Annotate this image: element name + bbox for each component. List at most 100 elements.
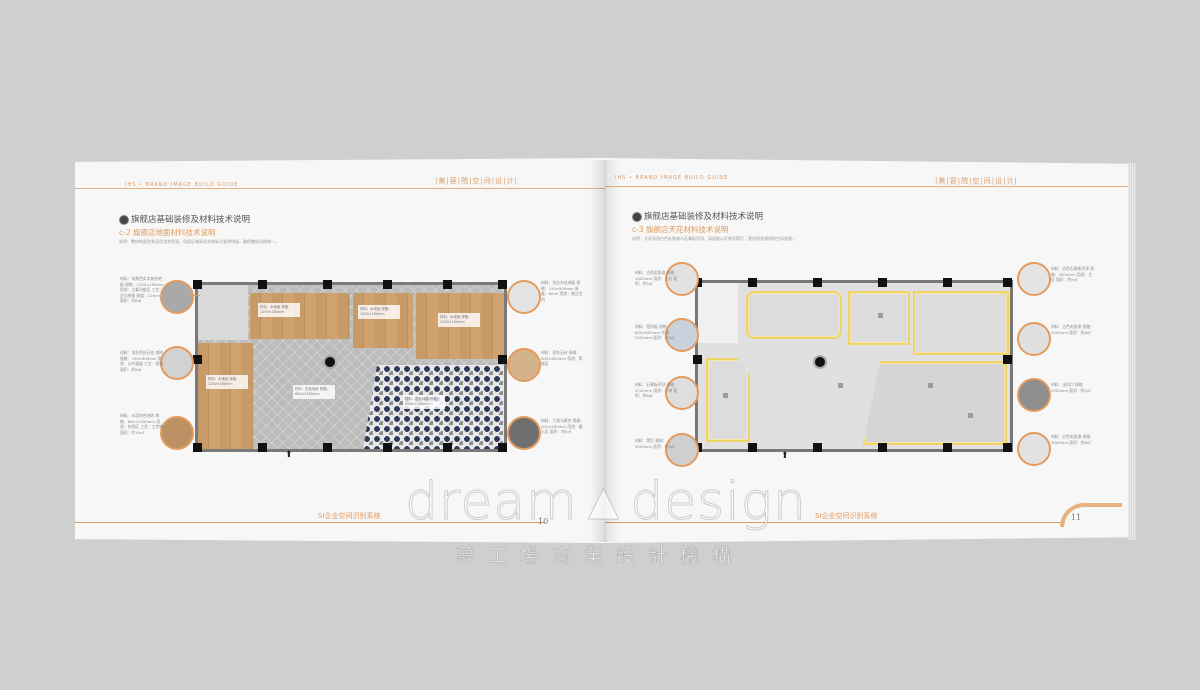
column-marker — [323, 280, 332, 289]
right-page: IHS • BRAND IMAGE BUILD GUIDE |美|容|院|空|间… — [605, 158, 1130, 543]
ceiling-panel — [848, 291, 910, 345]
header-right-label: |美|容|院|空|间|设|计| — [935, 177, 1018, 185]
column-marker — [258, 280, 267, 289]
material-swatch-circle — [1017, 378, 1051, 412]
column-marker — [748, 443, 757, 452]
column-marker — [258, 443, 267, 452]
material-swatch-circle — [507, 280, 541, 314]
page-corner-arc — [1060, 503, 1122, 527]
material-note: 材料：水泥灰色地砖 规格：600×1200mm 用途：休息区 工艺：工字铺 面积… — [120, 413, 163, 435]
material-swatch-circle — [665, 262, 699, 296]
material-note: 材料：深灰石材 规格：600×600mm 用途：等候区 — [541, 350, 583, 366]
material-note: 材料：筒灯 规格：3000mm 面积：约4㎡ — [635, 438, 675, 449]
material-note: 材料：六角马赛克 规格：200×200mm 用途：展示区 面积：约5㎡ — [541, 418, 584, 434]
header-left-label: IHS • BRAND IMAGE BUILD GUIDE — [125, 182, 239, 188]
floor-room-wood-4 — [198, 343, 253, 449]
material-swatch-circle — [665, 318, 699, 352]
intro-text: 说明：整体地面色系采用浅灰色调，局部区域采用木地板与瓷砖拼接，确保整体风格统一。 — [119, 239, 279, 244]
footer-label: SI企业空间识别系统 — [318, 512, 381, 520]
material-note: 材料：仿古木纹地板 规格：150×900mm 厚度：8mm 用途：独立空间 — [541, 280, 583, 302]
entrance-arrow-icon: ⬆ — [285, 450, 293, 460]
column-marker — [693, 355, 702, 364]
material-note: 材料：浅灰色仿石纹 地砖 规格：750×900mm 用途：公共通道 工艺：直铺 … — [120, 350, 163, 372]
footer-rule — [605, 522, 1065, 523]
ceiling-vent-icon — [838, 383, 843, 388]
column-marker — [443, 443, 452, 452]
column-marker — [1003, 443, 1012, 452]
column-marker — [383, 443, 392, 452]
footer-rule — [75, 522, 545, 523]
section-subtitle: c-3 旗舰店天花材料技术说明 — [632, 225, 729, 234]
column-marker — [813, 443, 822, 452]
material-note: 材料：米黄色实木复合地板 规格：1200×180mm 用途：主要功能区 工艺：企… — [120, 276, 164, 303]
header-right-label: |美|容|院|空|间|设|计| — [435, 177, 518, 185]
column-marker — [498, 280, 507, 289]
column-marker — [498, 355, 507, 364]
column-marker — [943, 443, 952, 452]
footer-label: SI企业空间识别系统 — [815, 512, 878, 520]
column-round — [813, 355, 827, 369]
material-swatch-circle — [507, 416, 541, 450]
column-marker — [498, 443, 507, 452]
callout-leader — [190, 295, 200, 296]
watermark-logo: dream▲design — [405, 472, 807, 533]
room-label: 材料：木地板 规格：1200×180mm — [206, 375, 248, 389]
ceiling-plan — [693, 278, 1013, 452]
column-marker — [193, 355, 202, 364]
page-number: 11 — [1071, 513, 1082, 522]
column-marker — [193, 443, 202, 452]
room-label: 材料：木地板 规格：1200×180mm — [438, 313, 480, 327]
section-title: 旗舰店基础装修及材料技术说明 — [644, 212, 764, 222]
column-marker — [323, 443, 332, 452]
ceiling-vent-icon — [968, 413, 973, 418]
page-edges — [1128, 163, 1136, 540]
column-marker — [878, 443, 887, 452]
ceiling-vent-icon — [928, 383, 933, 388]
column-marker — [748, 278, 757, 287]
material-note: 材料：白色石膏板吊顶 规格：2800mm 用途：主区 面积：约9㎡ — [1051, 266, 1094, 282]
ceiling-panel — [913, 291, 1009, 355]
ceiling-panel — [746, 291, 842, 339]
material-swatch-circle — [160, 416, 194, 450]
material-note: 材料：白色乳胶漆 规格：3000mm 面积：约8㎡ — [1051, 434, 1094, 445]
material-swatch-circle — [1017, 322, 1051, 356]
material-swatch-circle — [665, 376, 699, 410]
material-swatch-circle — [1017, 262, 1051, 296]
column-marker — [943, 278, 952, 287]
room-label: 材料：灰色地砖 规格：600×1200mm — [293, 385, 335, 399]
brand-logo-icon — [119, 215, 129, 225]
ceiling-utility — [698, 283, 738, 343]
column-round — [323, 355, 337, 369]
column-marker — [193, 280, 202, 289]
page-number: 10 — [538, 517, 549, 526]
section-title: 旗舰店基础装修及材料技术说明 — [131, 215, 251, 225]
room-label: 材料：木地板 规格：1200×180mm — [358, 305, 400, 319]
material-swatch-circle — [1017, 432, 1051, 466]
book-spine — [590, 160, 620, 542]
floor-room-wood-2 — [353, 293, 413, 348]
ceiling-panel — [706, 358, 750, 442]
ceiling-vent-icon — [723, 393, 728, 398]
material-note: 材料：铝扣板 规格：600×600mm 吊顶：2400mm 面积：约3㎡ — [635, 324, 675, 340]
floor-room-utility — [198, 285, 248, 340]
material-swatch-circle — [160, 280, 194, 314]
ceiling-panel — [863, 361, 1007, 445]
entrance-arrow-icon: ⬆ — [781, 451, 789, 461]
material-swatch-circle — [507, 348, 541, 382]
column-marker — [443, 280, 452, 289]
room-label: 材料：木地板 规格：1200×180mm — [258, 303, 300, 317]
room-label: 材料：灰色地砖 规格：600×1200mm — [403, 395, 445, 409]
left-page: IHS • BRAND IMAGE BUILD GUIDE |美|容|院|空|间… — [75, 158, 605, 543]
material-note: 材料：出风口 规格：2900mm 面积：约2㎡ — [1051, 382, 1091, 393]
material-note: 材料：白色乳胶漆 规格：2600mm 用途：天花 面积：约5㎡ — [635, 270, 678, 286]
header-rule — [605, 186, 1130, 187]
material-swatch-circle — [160, 346, 194, 380]
header-left-label: IHS • BRAND IMAGE BUILD GUIDE — [615, 175, 729, 181]
section-subtitle: c-2 旗舰店地面材料技术说明 — [119, 228, 216, 237]
material-note: 材料：白色乳胶漆 规格：3000mm 面积：约8㎡ — [1051, 324, 1094, 335]
column-marker — [1003, 278, 1012, 287]
material-swatch-circle — [665, 433, 699, 467]
intro-text: 说明：天花采用白色乳胶漆与石膏板吊顶，局部配以灯带及筒灯，营造明亮通透的空间氛围… — [632, 236, 796, 241]
floor-plan: 材料：木地板 规格：1200×180mm 材料：木地板 规格：1200×180m… — [193, 280, 507, 452]
